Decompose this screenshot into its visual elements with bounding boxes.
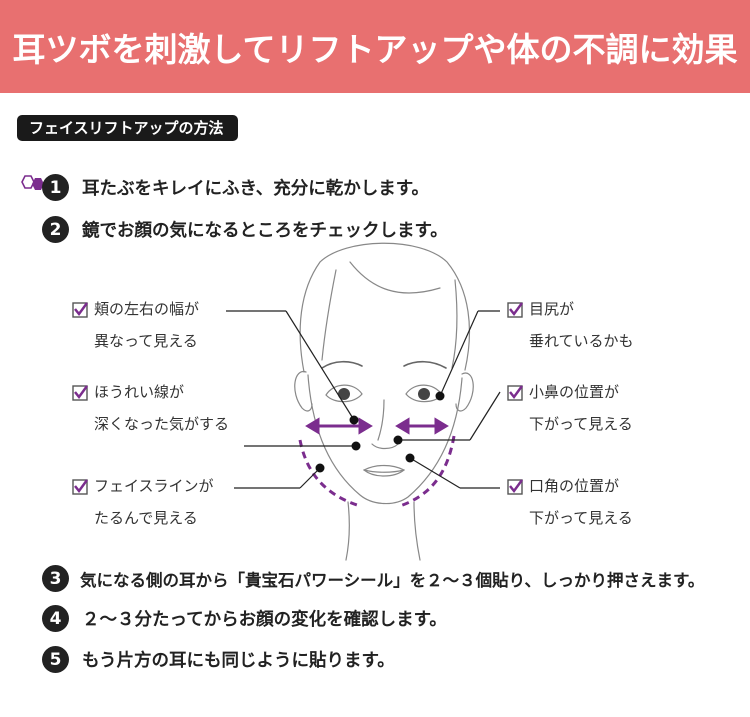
step-number: 5	[42, 646, 69, 673]
hair-outline-left	[299, 261, 321, 373]
hexagon-deco-icon	[21, 175, 44, 190]
check-label: ほうれい線が	[94, 383, 185, 401]
check-label: 目尻が	[529, 300, 575, 318]
page-title: 耳ツボを刺激してリフトアップや体の不調に効果	[12, 29, 738, 69]
checkbox-checked-icon	[507, 302, 523, 318]
check-label: 異なって見える	[94, 332, 198, 350]
step-2: 2 鏡でお顔の気になるところをチェックします。	[42, 216, 448, 243]
check-label: 口角の位置が	[529, 477, 620, 495]
step-number: 4	[42, 605, 69, 632]
step-4: 4 ２〜３分たってからお顔の変化を確認します。	[42, 605, 447, 632]
section-label: フェイスリフトアップの方法	[17, 115, 238, 141]
check-label: 下がって見える	[529, 509, 633, 527]
checkbox-checked-icon	[72, 302, 88, 318]
check-label: 深くなった気がする	[94, 415, 230, 433]
hair-outline	[319, 242, 470, 371]
step-3: 3 気になる側の耳から「貴宝石パワーシール」を２〜３個貼り、しっかり押さえます。	[42, 565, 704, 592]
step-text: 気になる側の耳から「貴宝石パワーシール」を２〜３個貼り、しっかり押さえます。	[80, 570, 705, 590]
check-item: フェイスラインが たるんで見える	[72, 477, 214, 534]
check-item: 小鼻の位置が 下がって見える	[507, 383, 633, 440]
step-text: 耳たぶをキレイにふき、充分に乾かします。	[82, 179, 430, 199]
step-5: 5 もう片方の耳にも同じように貼ります。	[42, 646, 395, 673]
step-number: 2	[42, 216, 69, 243]
step-text: 鏡でお顔の気になるところをチェックします。	[82, 221, 448, 241]
step-1: 1 耳たぶをキレイにふき、充分に乾かします。	[42, 174, 429, 201]
checkbox-checked-icon	[507, 479, 523, 495]
check-label: 下がって見える	[529, 415, 633, 433]
checkbox-checked-icon	[72, 385, 88, 401]
step-number: 3	[42, 565, 69, 592]
check-label: 小鼻の位置が	[529, 383, 620, 401]
check-label: フェイスラインが	[94, 477, 214, 495]
step-number: 1	[42, 174, 69, 201]
left-pupil	[338, 388, 350, 400]
checkbox-checked-icon	[72, 479, 88, 495]
step-text: もう片方の耳にも同じように貼ります。	[82, 651, 395, 671]
check-label: 垂れているかも	[529, 332, 634, 350]
step-text: ２〜３分たってからお顔の変化を確認します。	[82, 610, 447, 630]
right-pupil	[418, 388, 430, 400]
check-item: 目尻が 垂れているかも	[507, 300, 634, 357]
check-label: 頬の左右の幅が	[94, 300, 200, 318]
check-label: たるんで見える	[94, 509, 198, 527]
header-banner: 耳ツボを刺激してリフトアップや体の不調に効果	[0, 0, 750, 93]
check-item: 頬の左右の幅が 異なって見える	[72, 300, 199, 357]
check-item: 口角の位置が 下がって見える	[507, 477, 633, 534]
check-item: ほうれい線が 深くなった気がする	[72, 383, 229, 440]
checkbox-checked-icon	[507, 385, 523, 401]
